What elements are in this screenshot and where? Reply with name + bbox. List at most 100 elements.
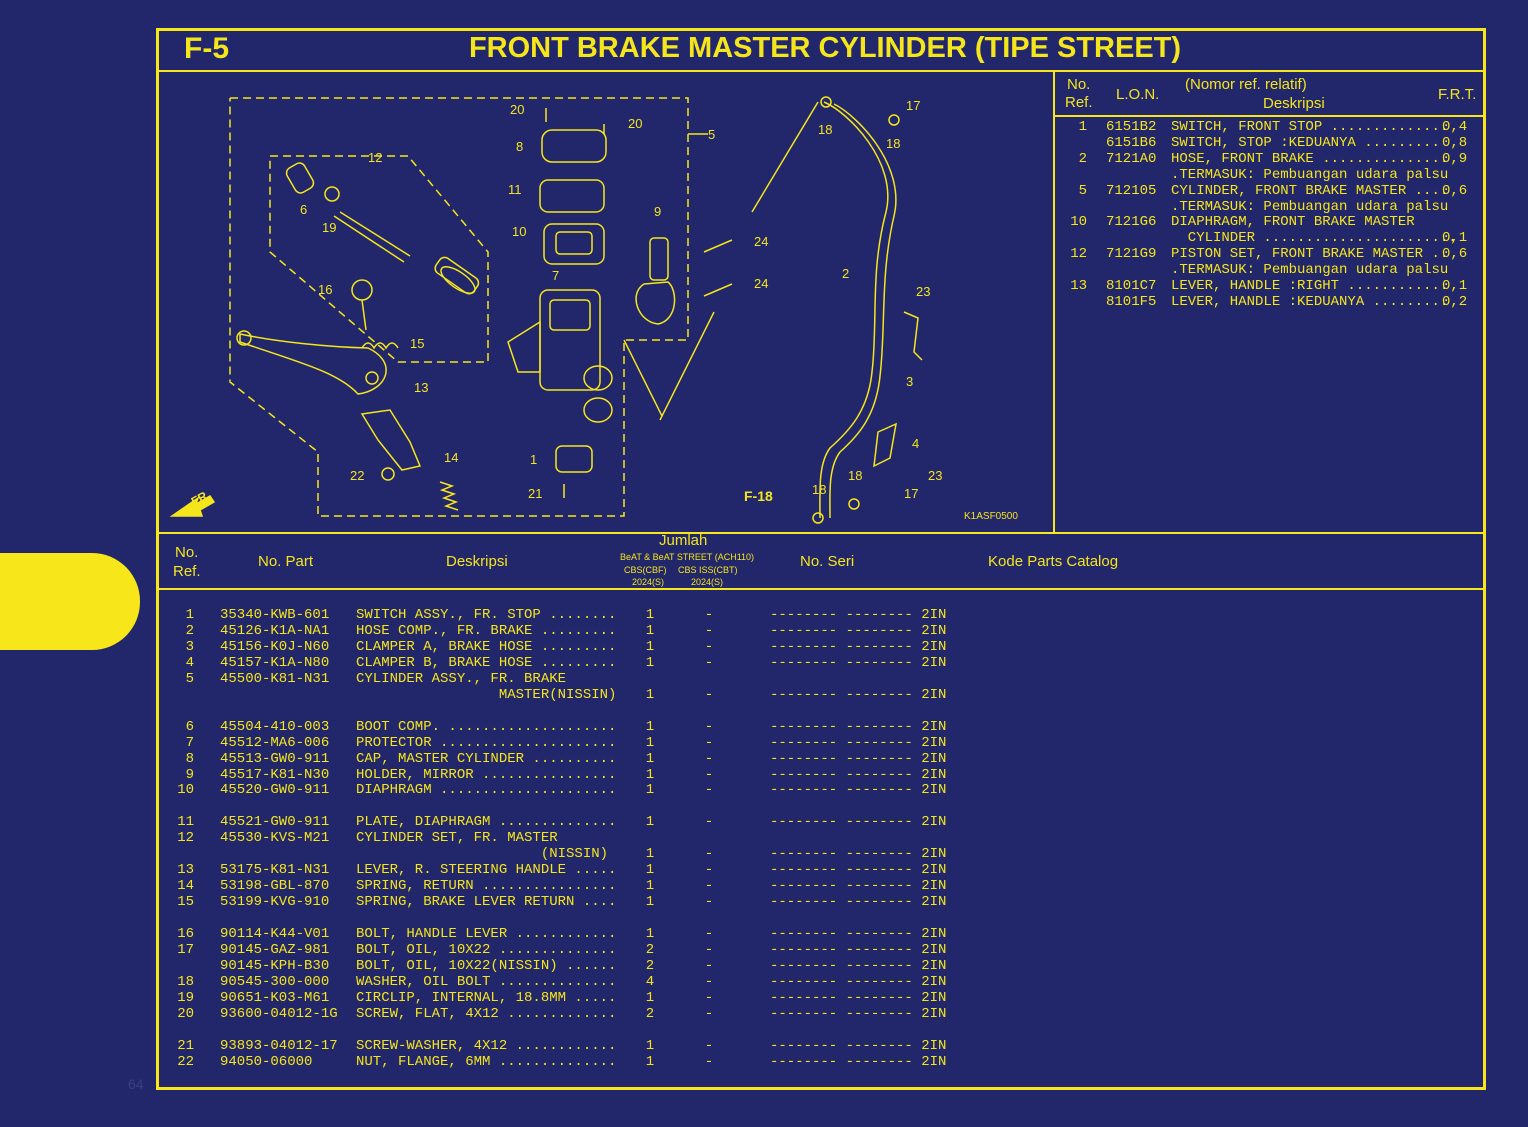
parts-cell-no: 15 bbox=[177, 894, 194, 911]
parts-cell-part: 45530-KVS-M21 bbox=[220, 830, 330, 847]
callout-4: 4 bbox=[912, 436, 919, 451]
parts-cell-no: 13 bbox=[177, 862, 194, 879]
parts-cell-qb: - bbox=[704, 1037, 714, 1054]
parts-cell-no: 2 bbox=[185, 622, 194, 639]
parts-cell-desc: PROTECTOR ..................... bbox=[356, 734, 617, 751]
parts-cell-no: 8 bbox=[185, 750, 194, 767]
parts-cell-qb: - bbox=[704, 734, 714, 751]
parts-cell-qb: - bbox=[704, 622, 714, 639]
parts-cell-qb: - bbox=[704, 941, 714, 958]
parts-cell-part: 45126-K1A-NA1 bbox=[220, 622, 330, 639]
parts-cell-no: 19 bbox=[177, 989, 194, 1006]
parts-cell-part: 45513-GW0-911 bbox=[220, 750, 330, 767]
parts-cell-no: 10 bbox=[177, 782, 194, 799]
parts-cell-part: 45512-MA6-006 bbox=[220, 734, 330, 751]
callout-1: 1 bbox=[530, 452, 537, 467]
parts-cell-qa: 1 bbox=[645, 846, 655, 863]
relative-header-line bbox=[1055, 115, 1484, 117]
parts-cell-desc: CIRCLIP, INTERNAL, 18.8MM ..... bbox=[356, 989, 617, 1006]
parts-header-line bbox=[158, 588, 1484, 590]
parts-cell-desc: (NISSIN) bbox=[356, 846, 609, 863]
parts-cell-no: 11 bbox=[177, 814, 194, 831]
parts-cell-qa: 1 bbox=[645, 782, 655, 799]
parts-cell-part: 45520-GW0-911 bbox=[220, 782, 330, 799]
parts-cell-desc: SCREW, FLAT, 4X12 ............. bbox=[356, 1005, 617, 1022]
callout-6: 6 bbox=[300, 202, 307, 217]
parts-cell-part: 53198-GBL-870 bbox=[220, 878, 330, 895]
parts-cell-seri: -------- -------- 2IN bbox=[770, 1053, 947, 1070]
ref-link-f18[interactable]: F-18 bbox=[744, 488, 773, 504]
parts-cell-desc: NUT, FLANGE, 6MM .............. bbox=[356, 1053, 617, 1070]
parts-cell-seri: -------- -------- 2IN bbox=[770, 607, 947, 623]
parts-cell-part: 45517-K81-N30 bbox=[220, 766, 330, 783]
callout-23-b: 23 bbox=[928, 468, 942, 483]
parts-cell-qa: 2 bbox=[645, 1005, 655, 1022]
page-title: FRONT BRAKE MASTER CYLINDER (TIPE STREET… bbox=[468, 32, 1182, 64]
parts-cell-no: 3 bbox=[185, 638, 194, 655]
parts-cell-part: 93893-04012-17 bbox=[220, 1037, 338, 1054]
rel-header-deskripsi: Deskripsi bbox=[1263, 95, 1325, 112]
rel-cell-desc: HOSE, FRONT BRAKE ............... bbox=[1171, 150, 1449, 167]
parts-header-noseri: No. Seri bbox=[800, 553, 855, 570]
parts-header-deskripsi: Deskripsi bbox=[446, 553, 508, 570]
parts-cell-qa: 1 bbox=[645, 814, 655, 831]
parts-header-kode: Kode Parts Catalog bbox=[988, 553, 1119, 570]
rel-cell-frt: 0,8 bbox=[1442, 134, 1468, 151]
parts-cell-qa: 1 bbox=[645, 718, 655, 735]
parts-cell-no: 14 bbox=[177, 878, 194, 895]
parts-cell-seri: -------- -------- 2IN bbox=[770, 926, 947, 942]
parts-cell-seri: -------- -------- 2IN bbox=[770, 750, 947, 767]
rel-header-frt: F.R.T. bbox=[1438, 86, 1477, 103]
parts-cell-qa: 1 bbox=[645, 862, 655, 879]
parts-cell-part: 90651-K03-M61 bbox=[220, 989, 330, 1006]
callout-7: 7 bbox=[552, 268, 559, 283]
callout-24-b: 24 bbox=[754, 276, 768, 291]
parts-cell-qb: - bbox=[704, 654, 714, 671]
parts-cell-qb: - bbox=[704, 1005, 714, 1022]
parts-cell-no: 5 bbox=[185, 670, 194, 687]
parts-cell-qb: - bbox=[704, 878, 714, 895]
parts-cell-qa: 2 bbox=[645, 957, 655, 974]
parts-cell-qb: - bbox=[704, 686, 714, 703]
rel-cell-frt: 0,4 bbox=[1442, 119, 1468, 135]
rel-cell-lon: 8101C7 bbox=[1106, 278, 1157, 294]
parts-cell-qb: - bbox=[704, 814, 714, 831]
rel-cell-no: 2 bbox=[1078, 150, 1087, 167]
parts-header-ref: Ref. bbox=[173, 563, 201, 580]
parts-cell-part: 53199-KVG-910 bbox=[220, 894, 330, 911]
rel-cell-desc: .TERMASUK: Pembuangan udara palsu bbox=[1171, 166, 1449, 183]
parts-cell-desc: MASTER(NISSIN) bbox=[356, 686, 617, 703]
parts-cell-desc: WASHER, OIL BOLT .............. bbox=[356, 973, 617, 990]
parts-cell-qa: 1 bbox=[645, 622, 655, 639]
rel-cell-desc: LEVER, HANDLE :KEDUANYA ......... bbox=[1171, 293, 1449, 310]
rel-cell-lon: 7121G9 bbox=[1106, 246, 1157, 263]
rel-cell-frt: 0,1 bbox=[1442, 230, 1468, 247]
parts-cell-seri: -------- -------- 2IN bbox=[770, 686, 947, 703]
parts-cell-qb: - bbox=[704, 766, 714, 783]
parts-cell-qa: 1 bbox=[645, 734, 655, 751]
parts-cell-seri: -------- -------- 2IN bbox=[770, 718, 947, 735]
parts-cell-no: 4 bbox=[185, 654, 194, 671]
parts-cell-qb: - bbox=[704, 894, 714, 911]
parts-header-col-b: CBS ISS(CBT) bbox=[678, 565, 738, 575]
page-number: 64 bbox=[128, 1076, 144, 1092]
rel-cell-desc: CYLINDER, FRONT BRAKE MASTER .... bbox=[1171, 182, 1449, 199]
rel-header-lon: L.O.N. bbox=[1116, 86, 1160, 103]
callout-2: 2 bbox=[842, 266, 849, 281]
parts-header-col-a: CBS(CBF) bbox=[624, 565, 667, 575]
callout-12: 12 bbox=[368, 150, 382, 165]
parts-cell-qa: 1 bbox=[645, 926, 655, 942]
parts-cell-qb: - bbox=[704, 782, 714, 799]
parts-cell-seri: -------- -------- 2IN bbox=[770, 941, 947, 958]
rel-cell-no: 5 bbox=[1078, 182, 1087, 199]
parts-cell-qb: - bbox=[704, 862, 714, 879]
callout-18-a: 18 bbox=[818, 122, 832, 137]
parts-cell-no: 20 bbox=[177, 1005, 194, 1022]
parts-cell-seri: -------- -------- 2IN bbox=[770, 1005, 947, 1022]
parts-cell-part: 93600-04012-1G bbox=[220, 1005, 338, 1022]
parts-cell-qa: 1 bbox=[645, 1053, 655, 1070]
parts-cell-part: 90145-KPH-B30 bbox=[220, 957, 330, 974]
rel-cell-lon: 6151B2 bbox=[1106, 119, 1157, 135]
rel-cell-desc: DIAPHRAGM, FRONT BRAKE MASTER bbox=[1171, 214, 1415, 231]
diagram-divider bbox=[1053, 71, 1055, 533]
